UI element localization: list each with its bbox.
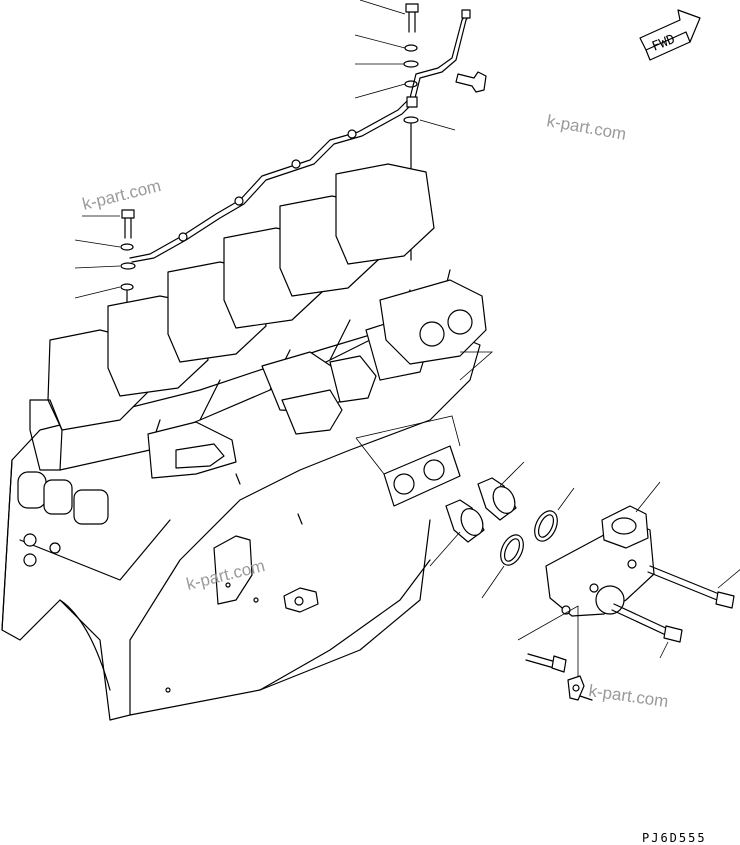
oil-line-pipe [129,9,471,263]
housing-long-bolt [647,565,740,609]
thermostat-right [477,461,525,521]
thermostat-seal-upper [534,487,575,542]
drawing-code: PJ6D555 [642,831,707,845]
watermark-2: k-part.com [545,111,627,144]
thermostat-seal-lower [481,534,524,599]
thermostat-housing [545,481,661,617]
watermark-1: k-part.com [80,176,163,214]
thermostat-housing-gasket [355,351,494,507]
thermostat-left [429,499,485,567]
fwd-arrow-icon: FWD [639,9,701,61]
bracket-bolt [455,71,487,93]
cylinder-block [1,319,481,721]
watermark-3: k-part.com [184,556,267,594]
housing-small-bolt [517,605,579,680]
exhaust-manifold [147,279,487,479]
temperature-sensor [567,675,593,701]
watermark-4: k-part.com [587,681,669,711]
housing-short-bolt [611,603,683,659]
